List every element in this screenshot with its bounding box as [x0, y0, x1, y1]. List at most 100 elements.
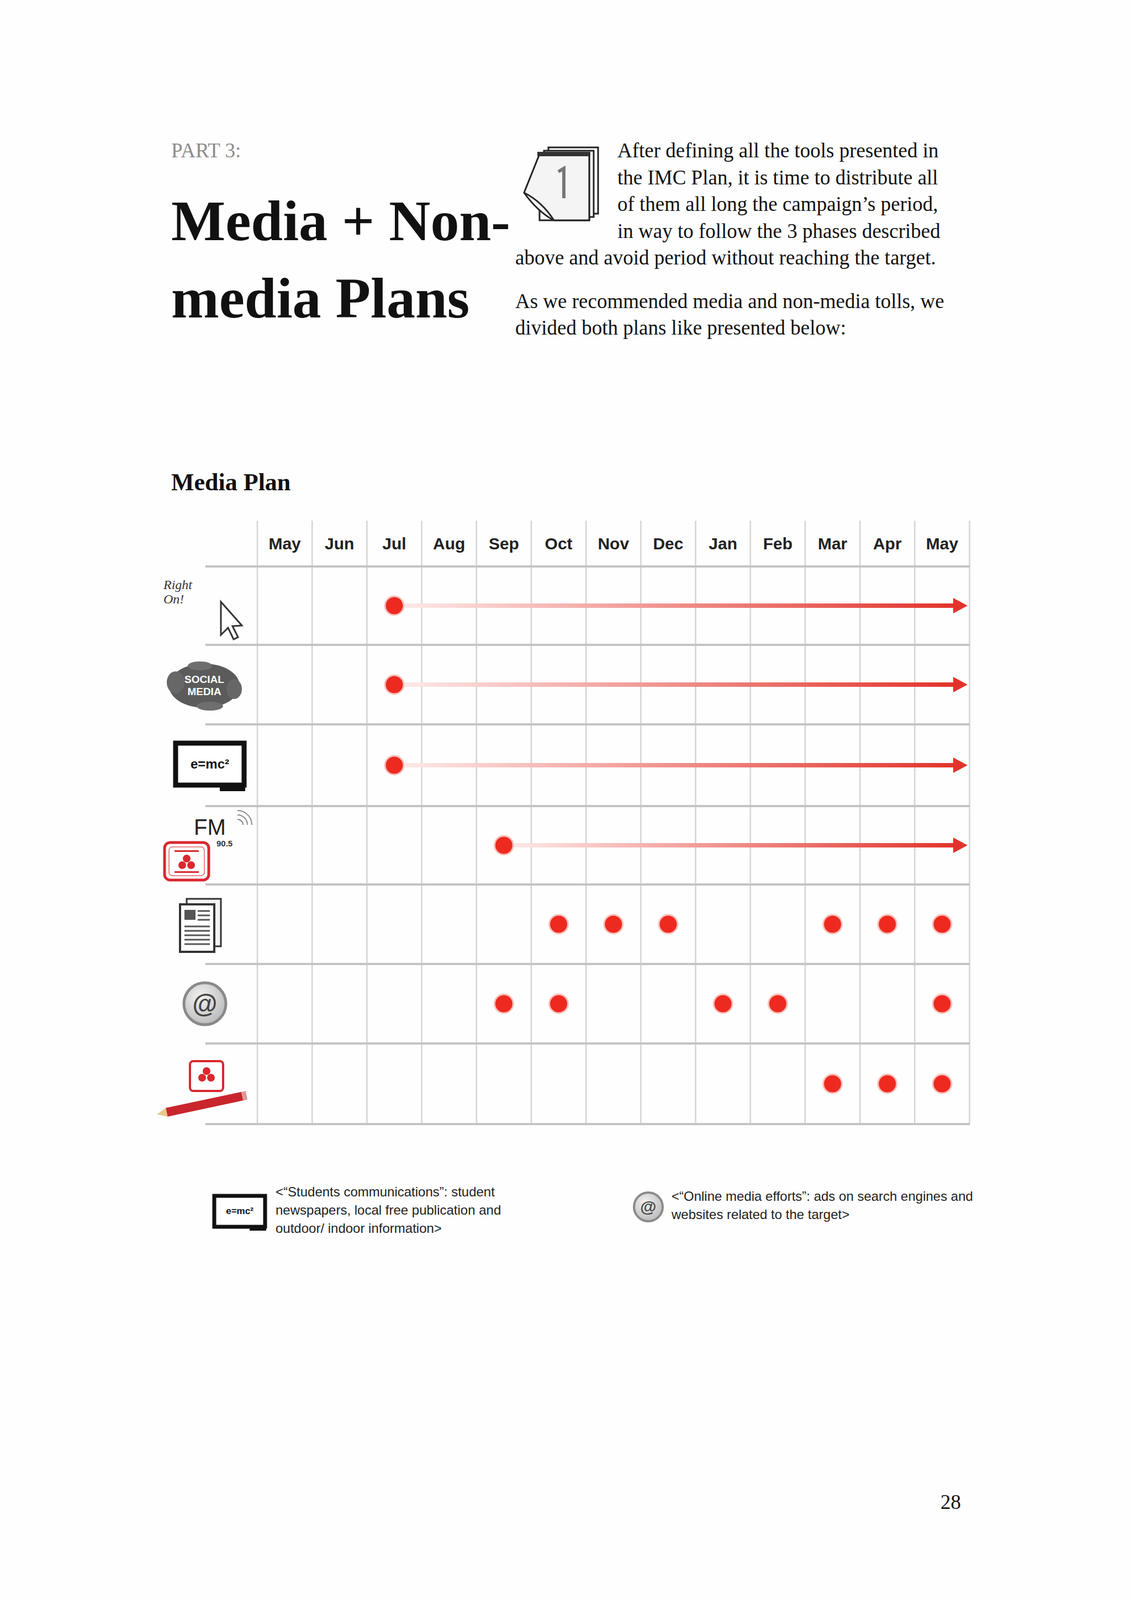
month-header: Dec — [640, 534, 696, 554]
grid-line — [205, 565, 970, 568]
schedule-dot — [878, 1074, 897, 1094]
icon-text: SOCIAL MEDIA — [173, 673, 235, 699]
arrow-head — [953, 757, 968, 774]
calendar-icon — [515, 137, 612, 243]
promotion-icon-part — [202, 1067, 211, 1076]
grid-line — [913, 520, 916, 1125]
promotion-icon — [155, 1061, 248, 1119]
promotion-icon-part-part — [165, 1092, 243, 1118]
grid-line — [205, 1042, 970, 1045]
icon-text: e=mc² — [216, 1206, 263, 1218]
social-media-icon-part — [187, 661, 213, 671]
schedule-dot — [384, 675, 404, 695]
newspaper-icon-part — [197, 915, 210, 917]
grid-line — [694, 520, 697, 1125]
duration-bar — [394, 682, 955, 687]
month-header: Jul — [366, 534, 422, 554]
radio-icon-part — [174, 850, 199, 853]
schedule-dot — [494, 836, 514, 855]
newspaper-icon-part — [180, 904, 215, 953]
grid-line — [205, 805, 970, 808]
promotion-icon-part — [207, 1074, 215, 1082]
duration-bar — [394, 603, 955, 609]
legend-blackboard-icon-part — [214, 1196, 266, 1228]
schedule-dot — [713, 994, 733, 1014]
grid-line — [804, 520, 807, 1125]
schedule-dot — [768, 994, 787, 1014]
month-header: Oct — [531, 534, 586, 554]
online-icon-part — [183, 982, 226, 1025]
grid-line — [205, 723, 970, 726]
calendar-svg-part — [537, 151, 591, 157]
blackboard-icon-part — [175, 743, 245, 786]
calendar-svg-part — [558, 168, 564, 199]
schedule-dot — [932, 915, 952, 934]
arrow-head — [953, 598, 968, 614]
schedule-dot — [494, 994, 514, 1014]
grid-line — [530, 520, 533, 1125]
grid-line — [749, 520, 752, 1125]
calendar-svg-part — [524, 192, 554, 221]
newspaper-icon-part — [184, 926, 210, 928]
social-media-icon-part — [226, 679, 242, 700]
legend-blackboard-icon — [214, 1196, 267, 1231]
grid-line — [205, 963, 970, 966]
radio-icon-part — [174, 871, 199, 874]
newspaper-icon-part — [184, 943, 210, 946]
cursor-icon-part — [220, 601, 242, 640]
grid-line — [968, 520, 971, 1125]
icon-text: @ — [633, 1197, 663, 1217]
schedule-dot — [932, 994, 952, 1014]
blackboard-icon — [175, 743, 246, 792]
grid-line — [205, 643, 970, 647]
grid-line — [205, 883, 970, 886]
radio-icon-part — [182, 854, 191, 863]
newspaper-icon-part — [197, 910, 210, 913]
radio-icon-part — [237, 815, 248, 826]
arrow-head — [953, 837, 968, 854]
social-media-icon — [166, 661, 242, 711]
radio-icon-part — [168, 847, 205, 876]
newspaper-icon-part — [197, 919, 210, 922]
online-icon — [183, 982, 226, 1025]
month-header: Sep — [476, 534, 532, 554]
grid-line — [311, 520, 314, 1125]
schedule-dot — [823, 1074, 843, 1094]
section-heading: Media Plan — [171, 467, 503, 498]
schedule-dot — [932, 1074, 952, 1094]
grid-line — [859, 520, 861, 1125]
month-header: Jan — [695, 534, 751, 554]
promotion-icon-part — [189, 1061, 224, 1092]
radio-icon-part — [237, 810, 252, 826]
calendar-svg-part — [524, 154, 590, 221]
icon-text: @ — [183, 990, 226, 1018]
icon-text: e=mc² — [179, 756, 241, 773]
schedule-dot — [658, 915, 678, 934]
schedule-dot — [878, 915, 897, 934]
legend-blackboard-icon-part — [249, 1227, 267, 1231]
radio-icon-part — [187, 861, 195, 870]
schedule-marks — [384, 596, 968, 1094]
newspaper-icon-part — [184, 939, 210, 942]
blackboard-icon-part — [219, 786, 246, 792]
intro-column: After defining all the tools presented i… — [515, 137, 958, 342]
paragraph: As we recommended media and non-media to… — [515, 288, 958, 342]
newspaper-icon-part — [184, 934, 210, 937]
newspaper-icon — [180, 899, 221, 953]
month-header: Aug — [421, 534, 477, 554]
grid-line — [585, 520, 588, 1125]
icon-text: 90.5 — [216, 838, 253, 849]
radio-icon — [164, 810, 252, 881]
grid-line — [256, 520, 259, 1125]
cursor-icon — [220, 601, 242, 640]
month-header: May — [914, 534, 970, 554]
page-title: Media + Non-media Plans — [171, 182, 514, 337]
legend-online-icon — [633, 1192, 663, 1222]
schedule-grid — [205, 520, 970, 1125]
month-header: Jun — [312, 534, 367, 554]
schedule-dot — [823, 915, 843, 934]
month-header: Nov — [585, 534, 641, 554]
promotion-icon-part — [198, 1074, 206, 1082]
